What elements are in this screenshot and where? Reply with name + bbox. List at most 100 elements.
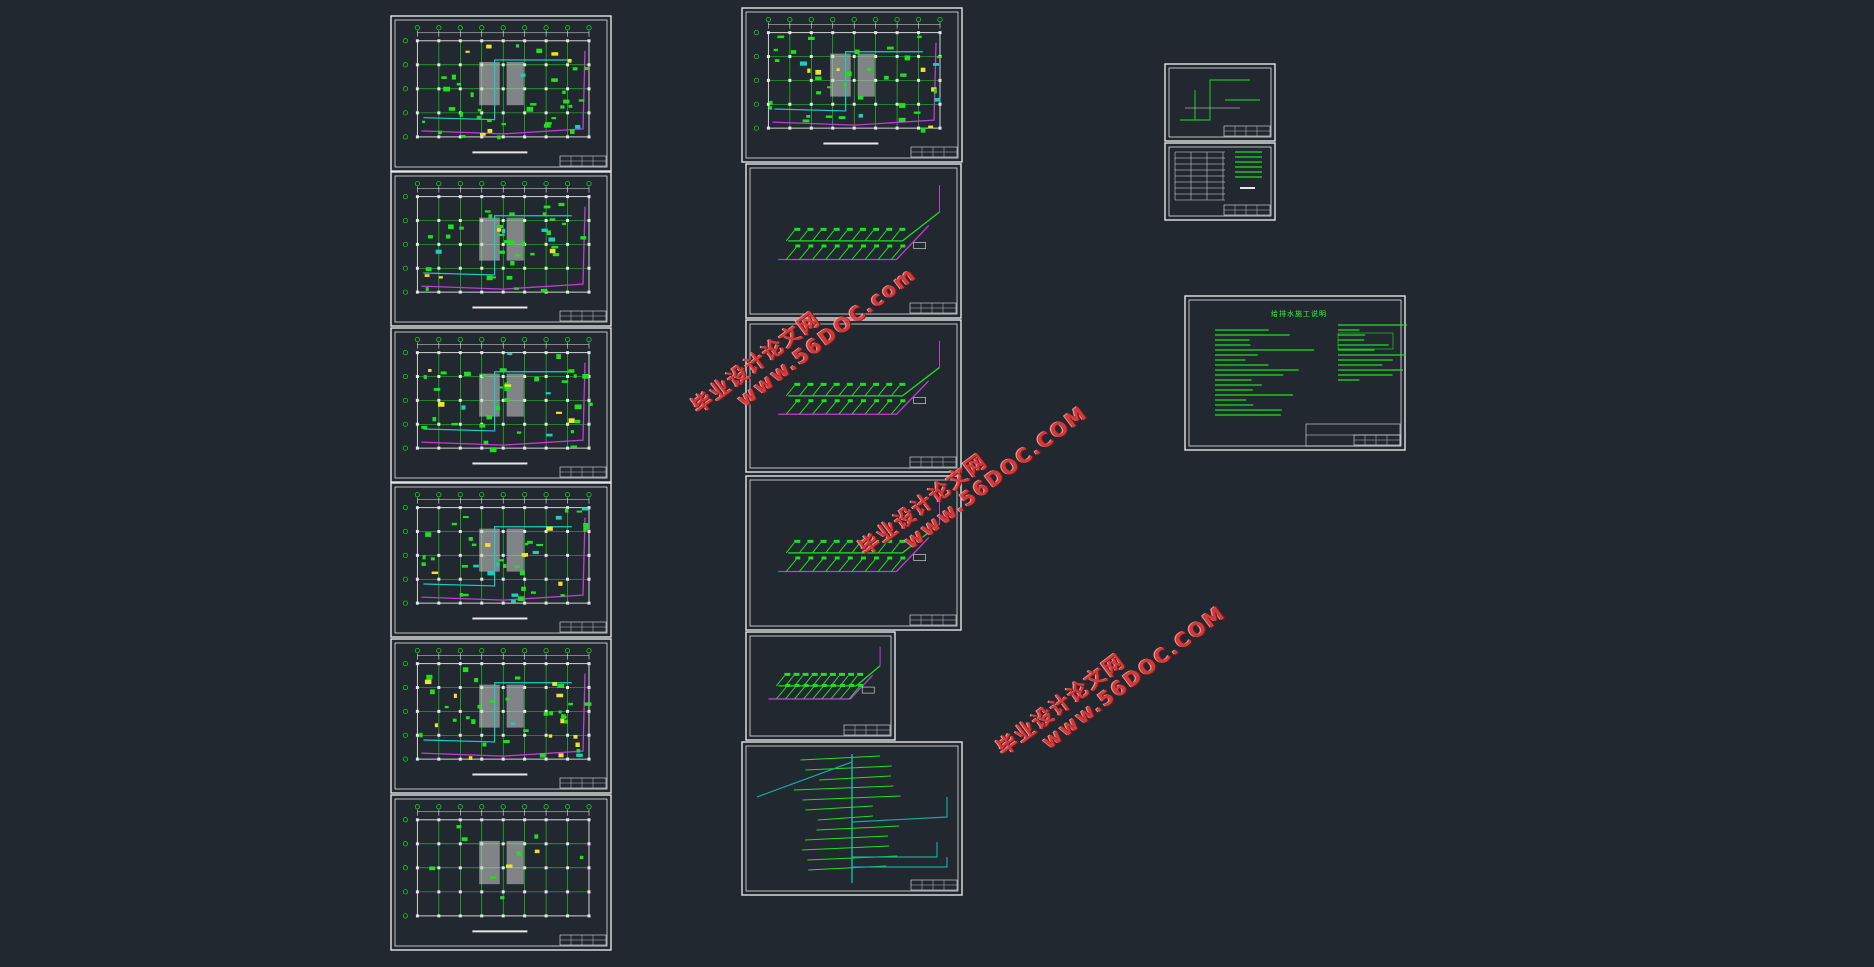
- stair-core: [479, 373, 500, 417]
- column-mark: [809, 31, 813, 35]
- fixture-mark: [576, 753, 583, 757]
- fixture-mark: [427, 235, 433, 239]
- fixture-mark: [574, 419, 581, 424]
- iso-fixture: [874, 399, 880, 403]
- iso-fixture: [846, 539, 853, 543]
- stair-core: [506, 217, 524, 261]
- supply-pipe: [423, 682, 572, 743]
- iso-fixture: [820, 227, 827, 231]
- iso-branch: [794, 686, 805, 700]
- fixture-mark: [539, 752, 546, 758]
- axis-bubble: [402, 134, 408, 140]
- fixture-mark: [468, 756, 473, 760]
- sheet-outer-border: [390, 171, 612, 327]
- axis-bubble: [500, 804, 506, 810]
- iso-branch: [785, 401, 797, 415]
- column-mark: [523, 818, 527, 822]
- fixture-mark: [471, 543, 477, 547]
- axis-bubble: [522, 181, 528, 187]
- axis-bubble: [402, 194, 408, 200]
- iso-fixture: [899, 382, 906, 386]
- column-mark: [852, 55, 856, 59]
- floor-plan-sheet-1: [390, 15, 612, 172]
- fixture-mark: [482, 742, 487, 747]
- floor-plan-sheet-2: [390, 171, 612, 327]
- iso-branch: [890, 401, 902, 415]
- axis-bubble: [402, 865, 408, 871]
- column-mark: [501, 63, 505, 67]
- column-mark: [415, 890, 419, 894]
- fixture-mark: [462, 667, 469, 673]
- column-mark: [566, 63, 570, 67]
- fixture-mark: [496, 228, 502, 232]
- fixture-mark: [583, 527, 587, 532]
- column-mark: [523, 709, 527, 713]
- column-mark: [501, 39, 505, 43]
- fixture-mark: [802, 119, 810, 123]
- axis-bubble: [457, 25, 463, 31]
- fixture-mark: [541, 228, 548, 232]
- iso-fixture: [794, 539, 801, 543]
- iso-fixture: [795, 556, 801, 560]
- system-sheet-2: [745, 163, 962, 319]
- column-mark: [458, 553, 462, 557]
- iso-fixture: [784, 672, 791, 676]
- column-mark: [852, 102, 856, 106]
- column-mark: [501, 733, 505, 737]
- axis-bubble: [543, 804, 549, 810]
- fixture-mark: [515, 253, 521, 257]
- iso-fixture: [886, 227, 893, 231]
- stair-core: [857, 53, 875, 97]
- fixture-mark: [486, 415, 493, 420]
- column-mark: [458, 709, 462, 713]
- axis-bubble: [402, 528, 408, 535]
- column-mark: [788, 78, 792, 82]
- system-sheet-6: [741, 741, 963, 896]
- column-mark: [587, 111, 591, 115]
- column-mark: [415, 195, 419, 199]
- column-mark: [523, 577, 527, 581]
- fixture-mark: [453, 693, 457, 699]
- column-mark: [480, 601, 484, 605]
- column-mark: [415, 601, 419, 605]
- fixture-mark: [815, 69, 822, 75]
- axis-bubble: [522, 804, 528, 810]
- iso-fixture: [873, 539, 880, 543]
- iso-tank: [913, 397, 927, 404]
- iso-branch: [851, 542, 861, 554]
- iso-fixture: [899, 539, 906, 543]
- iso-branch: [851, 401, 863, 415]
- sheet-outer-border: [1184, 295, 1406, 451]
- column-mark: [938, 126, 942, 130]
- system-sheet-4: [745, 475, 962, 631]
- fixture-mark: [451, 422, 458, 426]
- supply-pipe: [423, 215, 572, 276]
- column-mark: [766, 31, 770, 35]
- iso-drain-main: [778, 225, 930, 261]
- axis-bubble: [753, 30, 759, 36]
- column-mark: [544, 757, 548, 761]
- iso-fixture: [847, 244, 853, 248]
- column-mark: [437, 506, 441, 510]
- iso-branch: [838, 247, 850, 260]
- column-mark: [566, 87, 570, 91]
- axis-bubble: [500, 337, 506, 343]
- fixture-mark: [507, 352, 513, 355]
- fixture-mark: [425, 267, 432, 272]
- fixture-mark: [534, 376, 540, 382]
- axis-bubble: [414, 648, 420, 654]
- iso-branch: [785, 686, 796, 700]
- column-mark: [437, 914, 441, 918]
- column-mark: [544, 890, 548, 894]
- fixture-mark: [569, 129, 575, 134]
- column-mark: [544, 111, 548, 115]
- column-mark: [501, 446, 505, 450]
- column-mark: [437, 63, 441, 67]
- column-mark: [501, 398, 505, 402]
- column-mark: [523, 757, 527, 761]
- fixture-mark: [836, 68, 840, 72]
- fixture-mark: [424, 679, 432, 685]
- column-mark: [874, 126, 878, 130]
- iso-fixture: [833, 227, 840, 231]
- iso-fixture: [821, 556, 827, 560]
